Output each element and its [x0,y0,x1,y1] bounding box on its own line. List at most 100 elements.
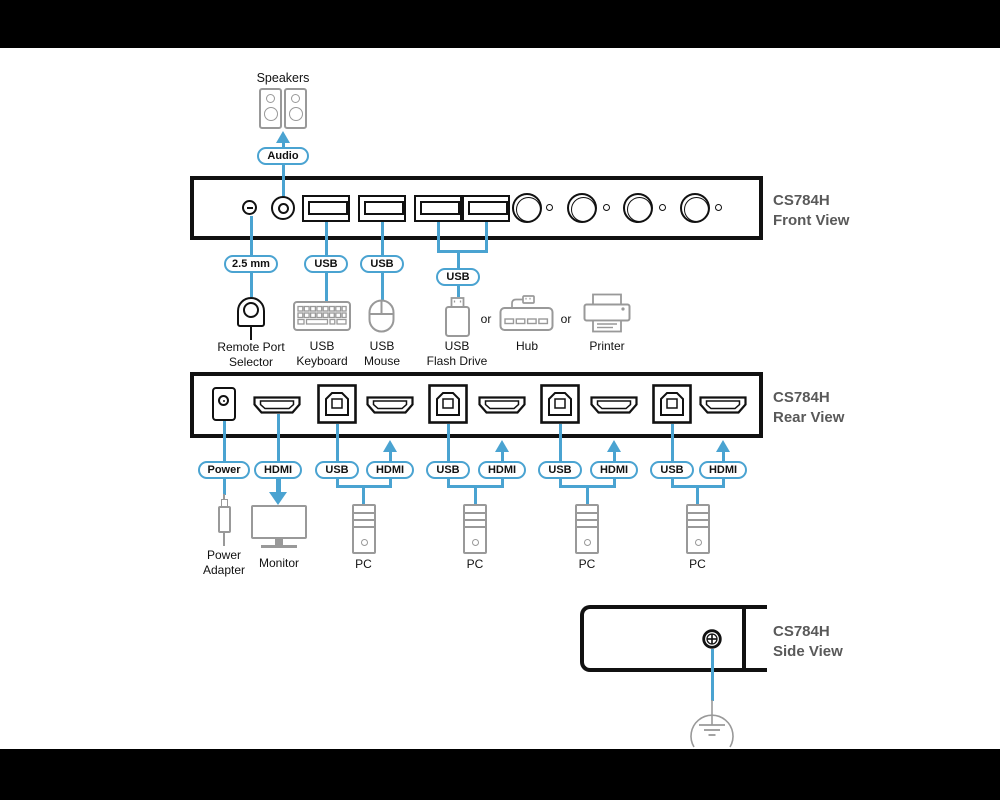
pc4-label: PC [689,557,706,571]
power-cable-line-2 [222,479,226,495]
remote-port-selector-stem [249,327,253,340]
pc4-join-right [721,479,725,488]
pc1-usb-line [335,424,339,461]
side-panel [580,605,767,672]
hdmi-port-1-icon [366,396,414,414]
speaker-right-icon [284,88,307,129]
pill-2-5mm: 2.5 mm [224,255,278,273]
front-view-title: CS784H Front View [773,192,850,229]
port-select-button-2-icon [567,193,597,223]
pc1-pill-hdmi: HDMI [366,461,414,479]
pc3-pill-hdmi: HDMI [590,461,638,479]
usb-a-port-2-icon [358,195,406,222]
audio-arrow-up-icon [276,131,290,143]
usb-flash-drive-icon [445,297,470,337]
pill-usb-mouse: USB [360,255,404,273]
power-adapter-label: Power Adapter [202,548,246,577]
pill-hdmi-monitor: HDMI [254,461,302,479]
audio-cable-line [281,165,285,198]
pill-usb-shared: USB [436,268,480,286]
pc2-hdmi-arrow-up-icon [495,440,509,452]
audio-arrow-shaft [281,141,285,149]
power-adapter-icon [217,506,231,533]
pc1-hdmi-arrow-up-icon [383,440,397,452]
pc2-join-hline [446,485,504,488]
pc1-join-right [388,479,392,488]
pc4-drop-line [696,487,699,504]
usb-b-port-2-icon [428,384,468,424]
monitor-label: Monitor [258,556,299,570]
power-jack-icon [212,387,236,421]
pc1-pill-usb: USB [315,461,359,479]
pc4-hdmi-line [721,450,725,461]
rear-view-title: CS784H Rear View [773,389,845,426]
bracket-left-line [436,222,440,253]
pill-audio: Audio [257,147,309,165]
pc2-usb-line [446,424,450,461]
grounding-screw-icon [702,629,722,649]
or-text-2: or [560,312,572,326]
bracket-hline [436,250,488,253]
ground-wire-line [710,649,714,701]
hdmi-port-2-icon [478,396,526,414]
pc3-join-hline [558,485,616,488]
pc4-icon [685,504,710,554]
monitor-stand-base [261,545,297,548]
pc2-icon [463,504,487,554]
led-indicator-1-icon [546,204,553,211]
mouse-icon [368,299,395,333]
pc1-hdmi-line [388,450,392,461]
pc3-usb-line [558,424,562,461]
pc2-pill-usb: USB [426,461,470,479]
pc1-label: PC [355,557,372,571]
pc4-pill-usb: USB [650,461,694,479]
pc3-label: PC [578,557,596,571]
port-select-button-1-icon [512,193,542,223]
usb-a-port-1-icon [302,195,350,222]
monitor-stand-neck [275,539,283,545]
pc3-icon [575,504,599,554]
side-view-title: CS784H Side View [773,623,843,660]
pc1-join-left [335,479,339,488]
power-adapter-tip [223,494,225,500]
flash-cable-line [456,286,460,297]
speaker-left-icon [259,88,282,129]
pc4-pill-hdmi: HDMI [699,461,747,479]
monitor-arrow-shaft [275,479,281,493]
hub-icon [499,295,554,331]
pc3-join-right [612,479,616,488]
pc4-join-left [670,479,674,488]
audio-jack-icon [271,196,295,220]
port-select-button-4-icon [680,193,710,223]
usb-keyboard-label: USB Keyboard [296,339,348,368]
power-cable-line [222,421,226,461]
pc2-join-left [446,479,450,488]
port-select-button-3-icon [623,193,653,223]
pc2-join-right [500,479,504,488]
pc1-icon [351,504,376,554]
pc2-label: PC [466,557,484,571]
keyboard-icon [293,301,351,331]
pc1-join-hline [335,485,392,488]
led-indicator-2-icon [603,204,610,211]
usb-mouse-label: USB Mouse [363,339,401,368]
hdmi-port-console-icon [253,396,301,414]
pill-usb-keyboard: USB [304,255,348,273]
mouse-cable-line [380,222,384,256]
printer-label: Printer [589,339,625,353]
bottom-letterbox-bar [0,749,1000,800]
ground-symbol-icon [690,700,734,748]
monitor-cable-line [276,414,280,461]
power-adapter-cable [223,533,225,546]
pc3-join-left [558,479,562,488]
or-text-1: or [480,312,492,326]
side-panel-edge [742,605,746,672]
bracket-right-line [484,222,488,253]
remote-port-jack-icon [242,200,257,215]
speakers-label: Speakers [256,71,310,85]
pc1-drop-line [362,487,365,504]
pc3-hdmi-arrow-up-icon [607,440,621,452]
pc3-drop-line [585,487,589,504]
led-indicator-4-icon [715,204,722,211]
